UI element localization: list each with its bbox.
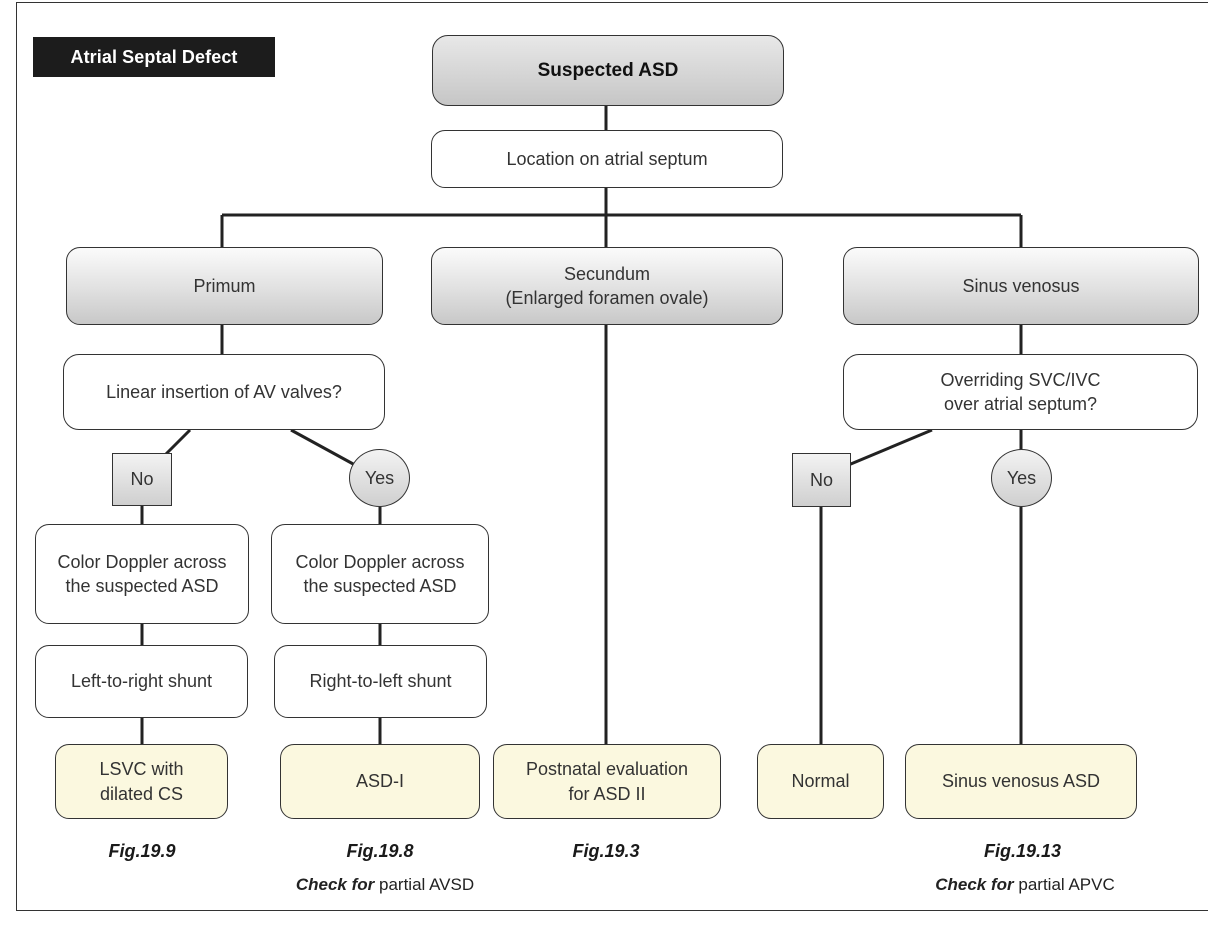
primum-no-doppler-node: Color Doppler across the suspected ASD xyxy=(35,524,249,624)
fig-19-13-ref: Fig.19.13 xyxy=(983,841,1062,861)
primum-label: Primum xyxy=(193,275,256,296)
postnatal-result-line2: for ASD II xyxy=(568,783,646,804)
check-apvc-bold: Check for xyxy=(935,875,1014,894)
primum-yes-doppler-line2: the suspected ASD xyxy=(303,576,457,596)
secundum-label-line1: Secundum xyxy=(563,263,651,284)
primum-no-label: No xyxy=(130,469,154,489)
left-to-right-shunt-node: Left-to-right shunt xyxy=(35,645,248,718)
sinus-no-node: No xyxy=(792,453,851,507)
primum-question-label: Linear insertion of AV valves? xyxy=(106,381,342,402)
lsvc-result-node: LSVC with dilated CS xyxy=(55,744,228,819)
diagram-title: Atrial Septal Defect xyxy=(33,37,275,77)
sinus-venosus-label: Sinus venosus xyxy=(962,275,1080,296)
location-label: Location on atrial septum xyxy=(506,148,708,169)
primum-no-doppler-line2: the suspected ASD xyxy=(65,576,219,596)
lsvc-result-line1: LSVC with xyxy=(99,759,184,780)
sinus-asd-result-node: Sinus venosus ASD xyxy=(905,744,1137,819)
check-apvc-text: partial APVC xyxy=(1013,875,1115,894)
check-apvc-note: Check for partial APVC xyxy=(880,875,1170,895)
sinus-yes-label: Yes xyxy=(1006,467,1037,488)
primum-yes-doppler-node: Color Doppler across the suspected ASD xyxy=(271,524,489,624)
location-node: Location on atrial septum xyxy=(431,130,783,188)
sinus-question-line2: over atrial septum? xyxy=(943,394,1098,414)
connector-primum-yes xyxy=(290,428,356,467)
connector-sinus-no xyxy=(845,428,933,468)
sinus-question-line1: Overriding SVC/IVC xyxy=(940,369,1101,390)
postnatal-result-line1: Postnatal evaluation xyxy=(525,759,689,780)
primum-question-node: Linear insertion of AV valves? xyxy=(63,354,385,430)
asd-i-result-node: ASD-I xyxy=(280,744,480,819)
primum-yes-node: Yes xyxy=(349,449,410,507)
sinus-question-node: Overriding SVC/IVC over atrial septum? xyxy=(843,354,1198,430)
root-label: Suspected ASD xyxy=(537,59,679,81)
check-avsd-note: Check for partial AVSD xyxy=(240,875,530,895)
normal-result-node: Normal xyxy=(757,744,884,819)
connector-primum-no xyxy=(163,428,192,457)
fig-19-3-ref: Fig.19.3 xyxy=(572,841,640,861)
sinus-yes-node: Yes xyxy=(991,449,1052,507)
normal-result-label: Normal xyxy=(791,771,850,792)
sinus-venosus-node: Sinus venosus xyxy=(843,247,1199,325)
root-node: Suspected ASD xyxy=(432,35,784,106)
sinus-no-label: No xyxy=(809,469,833,490)
primum-node: Primum xyxy=(66,247,383,325)
postnatal-result-node: Postnatal evaluation for ASD II xyxy=(493,744,721,819)
fig-19-9-ref: Fig.19.9 xyxy=(108,841,176,861)
primum-no-doppler-line1: Color Doppler across xyxy=(57,551,227,572)
secundum-node: Secundum (Enlarged foramen ovale) xyxy=(431,247,783,325)
check-avsd-text: partial AVSD xyxy=(374,875,475,894)
sinus-asd-result-label: Sinus venosus ASD xyxy=(941,771,1101,792)
check-avsd-bold: Check for xyxy=(295,875,375,894)
primum-yes-doppler-line1: Color Doppler across xyxy=(295,551,465,572)
secundum-label-line2: (Enlarged foramen ovale) xyxy=(505,288,709,308)
lsvc-result-line2: dilated CS xyxy=(99,783,184,804)
primum-no-node: No xyxy=(112,453,172,506)
right-to-left-shunt-label: Right-to-left shunt xyxy=(309,671,452,692)
primum-yes-label: Yes xyxy=(364,467,395,488)
diagram-frame xyxy=(16,2,1208,911)
right-to-left-shunt-node: Right-to-left shunt xyxy=(274,645,487,718)
left-to-right-shunt-label: Left-to-right shunt xyxy=(70,671,213,692)
fig-19-8-ref: Fig.19.8 xyxy=(346,841,414,861)
asd-i-result-label: ASD-I xyxy=(355,771,404,792)
